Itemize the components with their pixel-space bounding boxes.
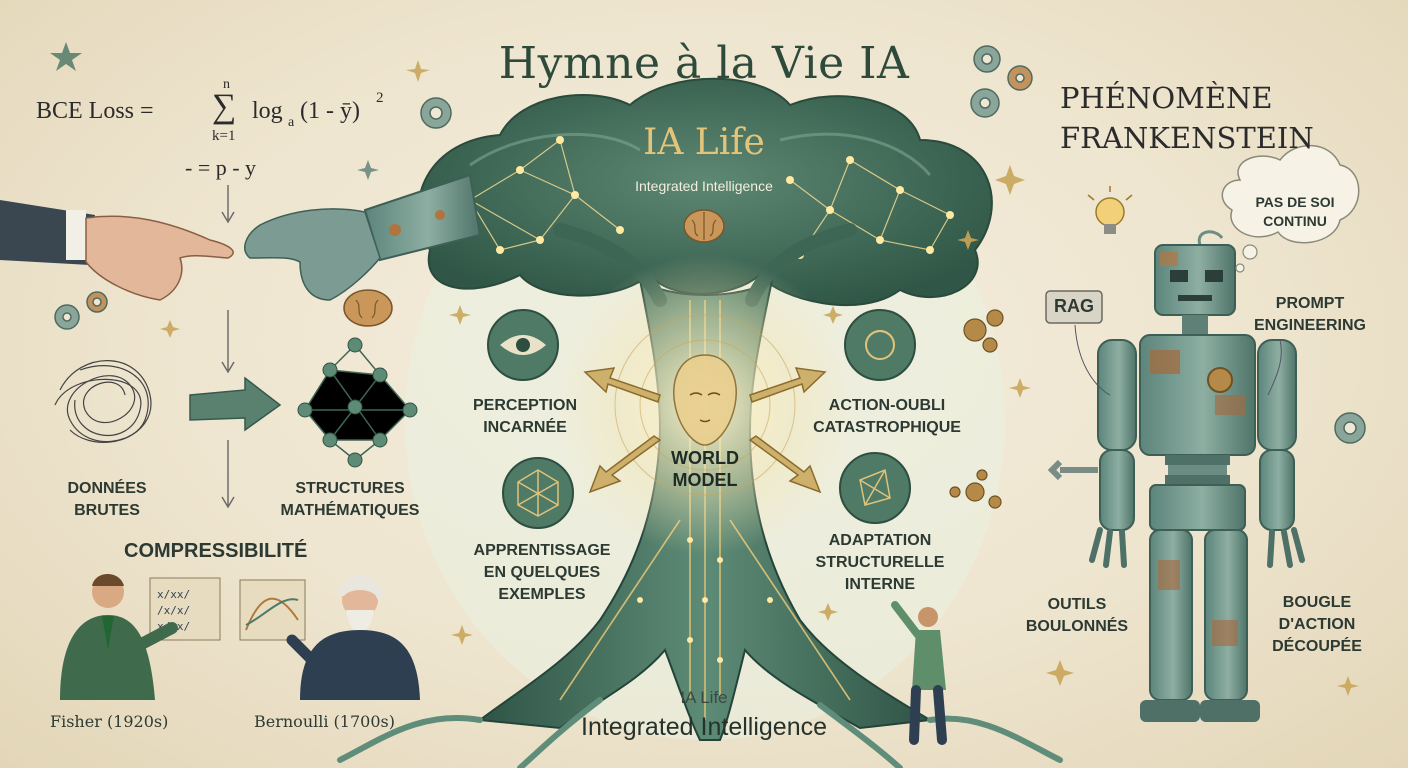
fisher-portrait: x/xx/ /x/x/ x/xx/ <box>60 574 221 700</box>
robot-icon <box>1047 230 1305 722</box>
hand-icon <box>0 200 234 301</box>
formula-sum-top: n <box>223 77 230 92</box>
crown-subtitle: Integrated Intelligence <box>635 178 773 194</box>
bernoulli-portrait <box>239 575 420 700</box>
arrow-icon <box>189 376 282 432</box>
network-icon <box>502 309 916 529</box>
fisher-label: Fisher (1920s) <box>50 712 169 731</box>
svg-text:x/xx/: x/xx/ <box>157 588 190 601</box>
robot-hand-icon <box>244 173 482 301</box>
raw-data-scribble <box>54 360 152 443</box>
formula-sum-bottom: k=1 <box>212 128 236 144</box>
formula-term: (1 - ȳ) <box>300 98 360 124</box>
bernoulli-label: Bernoulli (1700s) <box>254 712 395 731</box>
thought-bubble <box>1221 144 1360 273</box>
page-title: Hymne à la Vie IA <box>498 38 910 89</box>
lightbulb-icon <box>1087 186 1133 234</box>
svg-text:/x/x/: /x/x/ <box>157 604 190 617</box>
footer-integrated-intelligence: Integrated Intelligence <box>580 713 828 741</box>
rag-label: RAG <box>1054 296 1094 316</box>
formula-sum-symbol: ∑ <box>212 88 237 125</box>
formula-exponent: 2 <box>376 90 384 106</box>
gear-icon <box>54 45 1366 444</box>
formula-gradient: - = p - y <box>185 155 257 180</box>
formula-log-base: a <box>288 115 295 130</box>
compressibility-label: COMPRESSIBILITÉ <box>124 540 308 562</box>
star-icon <box>50 42 1359 696</box>
rag-sign <box>1045 290 1103 324</box>
molecule-icon <box>949 309 1004 509</box>
footer-ia-life: IA Life <box>680 688 728 707</box>
formula-lhs: BCE Loss = <box>36 98 154 124</box>
network-icon <box>297 337 418 468</box>
person-icon <box>891 601 947 745</box>
crown-title: IA Life <box>643 122 765 163</box>
arrow-icon <box>583 367 827 494</box>
brain-icon <box>343 289 393 327</box>
face-icon <box>673 354 737 446</box>
brain-icon <box>683 209 725 243</box>
eye-icon <box>487 309 559 381</box>
formula-log: log <box>252 98 283 124</box>
